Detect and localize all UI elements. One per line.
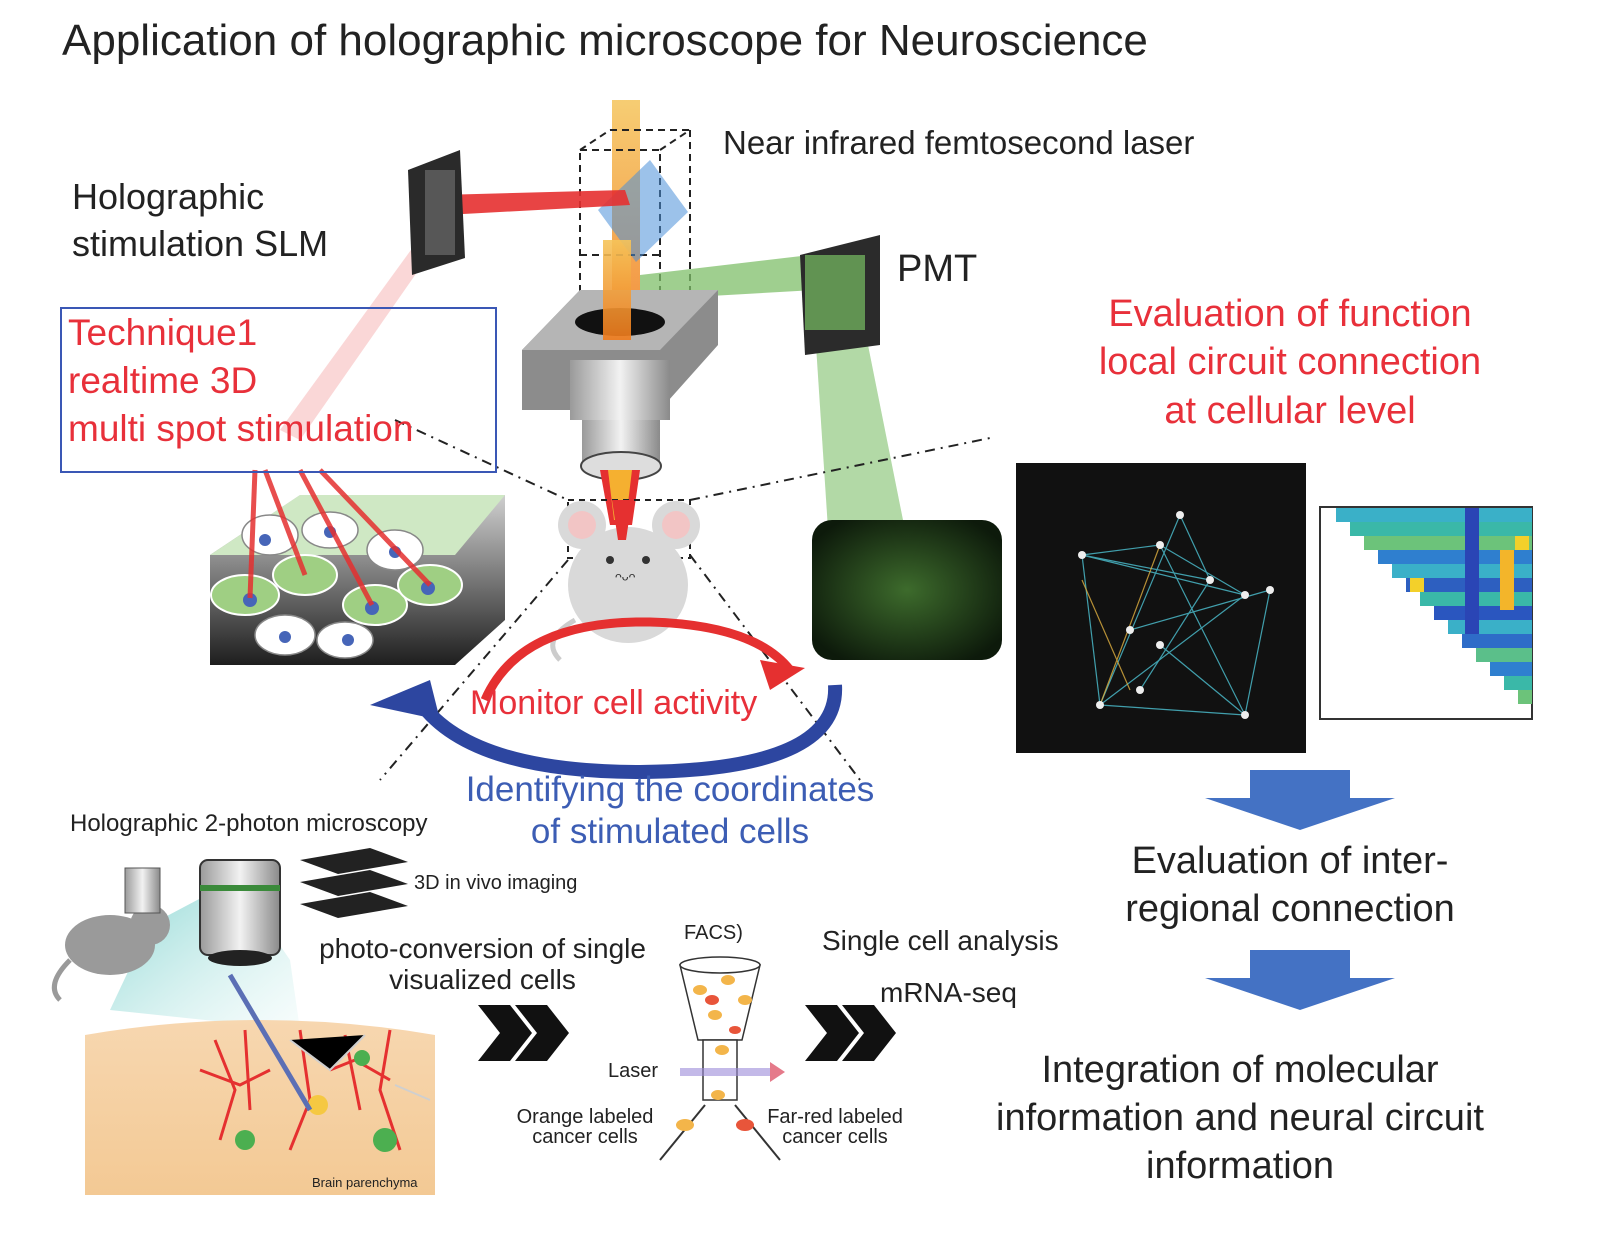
- facs-label: FACS): [684, 922, 743, 944]
- dichroic-mirror: [598, 160, 688, 262]
- holographic-2p-label: Holographic 2-photon microscopy: [70, 810, 428, 837]
- mouse-illustration: ᵔᵕᵔ: [550, 501, 700, 662]
- identify-line1: Identifying the coordinates: [465, 770, 875, 809]
- image-stack: [300, 848, 408, 918]
- down-arrow-1: [1205, 770, 1395, 830]
- orange-cells-line1: Orange labeled: [516, 1106, 654, 1128]
- pmt-label: PMT: [897, 248, 978, 290]
- interregional-line2: regional connection: [1125, 888, 1455, 930]
- farred-cells-line2: cancer cells: [782, 1126, 888, 1148]
- integration-line1: Integration of molecular: [1041, 1049, 1439, 1091]
- technique-line3: multi spot stimulation: [68, 408, 414, 449]
- evaluation-line1: Evaluation of function: [1108, 293, 1472, 335]
- connectivity-image: [1016, 463, 1306, 753]
- red-cycle-arrow: [480, 617, 794, 702]
- facs-laser-beam: [680, 1068, 770, 1076]
- blue-cycle-arrow: [414, 684, 843, 780]
- objective-lens: [570, 360, 670, 420]
- facs-laser-label: Laser: [608, 1060, 659, 1082]
- mouse-on-stage: [51, 905, 170, 1002]
- svg-text:ᵔᵕᵔ: ᵔᵕᵔ: [615, 569, 636, 589]
- brain-parenchyma: [85, 1020, 435, 1195]
- technique-box: [60, 307, 497, 473]
- evaluation-line2: local circuit connection: [1098, 341, 1482, 383]
- identify-line2: of stimulated cells: [530, 812, 810, 851]
- mrna-label: mRNA-seq: [880, 977, 1017, 1008]
- laser-label: Near infrared femtosecond laser: [723, 124, 1195, 161]
- down-arrow-2: [1205, 950, 1395, 1010]
- technique-line2: realtime 3D: [68, 360, 258, 401]
- brain-parenchyma-label: Brain parenchyma: [312, 1175, 418, 1190]
- large-objective: [199, 859, 281, 956]
- small-objective: [124, 867, 161, 914]
- stimulated-tissue-block: [210, 468, 505, 665]
- chevron-icon-1: [478, 1005, 569, 1061]
- page-title: Application of holographic microscope fo…: [62, 16, 1148, 65]
- farred-cells-line1: Far-red labeled: [767, 1106, 903, 1128]
- photoconversion-line1: photo-conversion of single: [319, 933, 646, 964]
- correlation-matrix-cells: [1336, 508, 1532, 704]
- chevron-icon-2: [805, 1005, 896, 1061]
- interregional-line1: Evaluation of inter-: [1131, 840, 1449, 882]
- imaging-3d-label: 3D in vivo imaging: [414, 872, 578, 894]
- slm-stimulation-beam: [280, 210, 450, 440]
- facs-funnel: [679, 956, 761, 1101]
- monitor-label: Monitor cell activity: [470, 684, 758, 722]
- slm-laser-beam: [440, 190, 630, 215]
- pmt-green-beam: [640, 255, 815, 300]
- photoconversion-line2: visualized cells: [389, 964, 576, 995]
- slm-label-line2: stimulation SLM: [72, 223, 329, 264]
- pmt-detection-beam: [815, 330, 910, 560]
- integration-line3: information: [1146, 1145, 1334, 1187]
- integration-line2: information and neural circuit: [996, 1097, 1484, 1139]
- green-fluorescence-tissue: [812, 520, 1002, 660]
- single-cell-label: Single cell analysis: [822, 925, 1059, 956]
- evaluation-line3: at cellular level: [1164, 390, 1416, 432]
- orange-cells-line2: cancer cells: [532, 1126, 638, 1148]
- slm-label-line1: Holographic: [72, 176, 265, 217]
- technique-line1: Technique1: [68, 312, 258, 353]
